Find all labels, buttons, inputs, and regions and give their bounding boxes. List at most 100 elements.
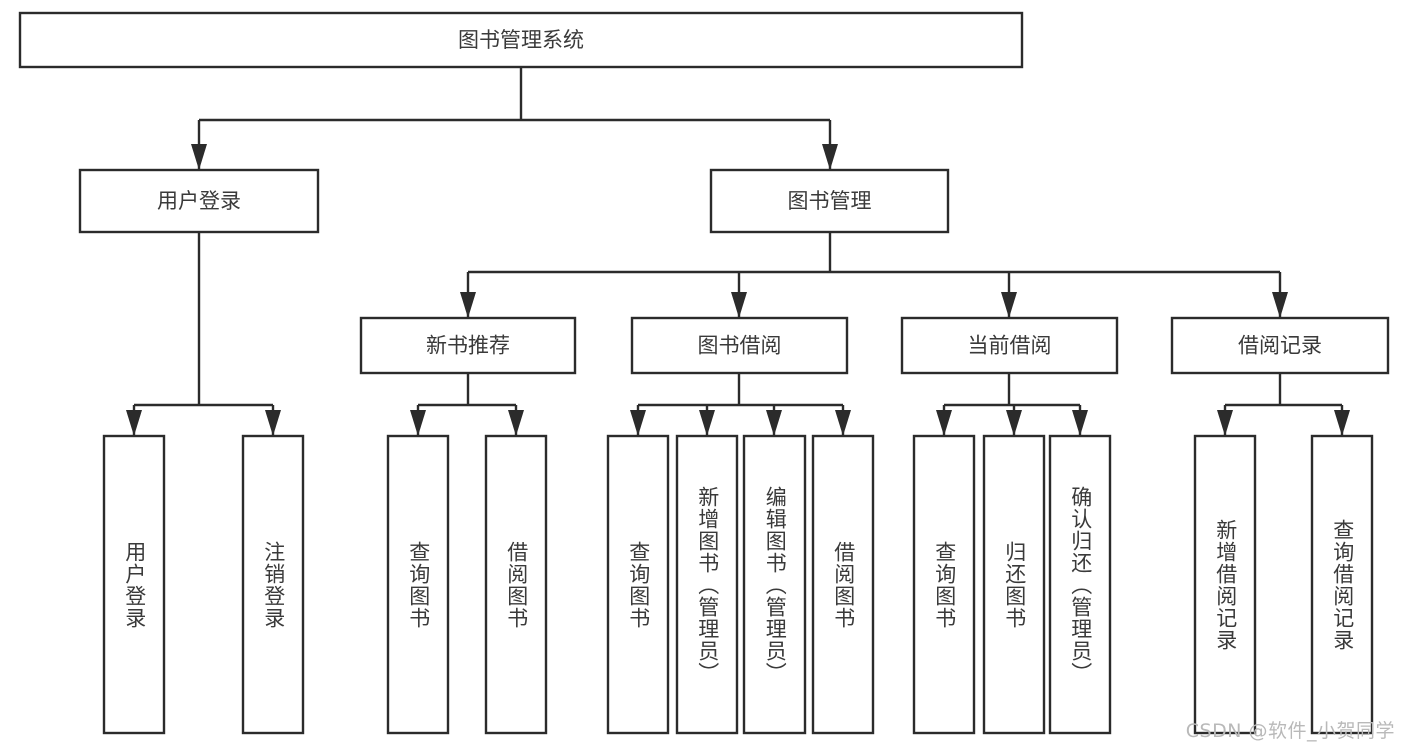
node-label-box: 用户登录: [104, 436, 164, 733]
node-label-wrapper: 用户登录: [104, 436, 164, 733]
arrow-head: [699, 410, 715, 436]
node-label-wrapper: 注销登录: [243, 436, 303, 733]
node-box[interactable]: [484, 434, 548, 735]
node-user-login[interactable]: 用户登录: [78, 168, 320, 234]
node-box[interactable]: [1170, 316, 1390, 375]
node-box[interactable]: [386, 434, 450, 735]
node-book-borrow[interactable]: 图书借阅: [630, 316, 849, 375]
leaf-node-leaf-query-record[interactable]: 查询借阅记录: [1310, 434, 1374, 735]
arrow-head: [936, 410, 952, 436]
leaf-node-leaf-user-login[interactable]: 用户登录: [102, 434, 166, 735]
arrow-head: [1217, 410, 1233, 436]
root-node-图书管理系统[interactable]: 图书管理系统: [18, 11, 1024, 69]
node-label: 用户登录: [157, 189, 241, 213]
node-box[interactable]: [1193, 434, 1257, 735]
node-box[interactable]: [1048, 434, 1112, 735]
node-box[interactable]: [912, 434, 976, 735]
node-label: 新书推荐: [426, 334, 510, 358]
node-label: 新增图书（管理员）: [695, 485, 720, 684]
arrow-head: [1072, 410, 1088, 436]
node-label-wrapper: 查询图书: [914, 436, 974, 733]
node-label: 确认归还（管理员）: [1068, 485, 1093, 684]
node-label: 注销登录: [261, 540, 286, 629]
node-box[interactable]: [102, 434, 166, 735]
node-label-box: 编辑图书（管理员）: [744, 436, 805, 733]
node-label: 借阅图书: [831, 540, 856, 629]
leaf-node-leaf-borrow-book-bw[interactable]: 借阅图书: [811, 434, 875, 735]
leaf-node-leaf-add-record[interactable]: 新增借阅记录: [1193, 434, 1257, 735]
node-label-box: 查询借阅记录: [1312, 436, 1372, 733]
arrow-head: [508, 410, 524, 436]
node-label-wrapper: 查询借阅记录: [1312, 436, 1372, 733]
leaf-node-leaf-query-book-bw[interactable]: 查询图书: [606, 434, 670, 735]
node-label-wrapper: 查询图书: [608, 436, 668, 733]
node-label-box: 注销登录: [243, 436, 303, 733]
leaf-node-leaf-add-book[interactable]: 新增图书（管理员）: [675, 434, 739, 735]
node-label: 图书借阅: [698, 334, 782, 358]
node-label-wrapper: 归还图书: [984, 436, 1044, 733]
leaf-node-leaf-query-book-cb[interactable]: 查询图书: [912, 434, 976, 735]
node-label: 编辑图书（管理员）: [763, 485, 788, 684]
node-borrow-record[interactable]: 借阅记录: [1170, 316, 1390, 375]
arrow-head: [1334, 410, 1350, 436]
node-box[interactable]: [606, 434, 670, 735]
node-box[interactable]: [78, 168, 320, 234]
node-new-book-rec[interactable]: 新书推荐: [359, 316, 577, 375]
leaf-node-leaf-logout[interactable]: 注销登录: [241, 434, 305, 735]
node-label-box: 确认归还（管理员）: [1050, 436, 1110, 733]
node-label-box: 归还图书: [984, 436, 1044, 733]
node-label: 归还图书: [1002, 540, 1027, 629]
node-box[interactable]: [1310, 434, 1374, 735]
arrow-head: [1006, 410, 1022, 436]
node-label-wrapper: 借阅图书: [486, 436, 546, 733]
node-label-wrapper: 确认归还（管理员）: [1050, 436, 1110, 733]
node-label-wrapper: 编辑图书（管理员）: [744, 436, 805, 733]
node-box[interactable]: [675, 434, 739, 735]
node-label: 图书管理: [788, 189, 872, 213]
node-label: 查询图书: [626, 540, 651, 629]
node-box[interactable]: [982, 434, 1046, 735]
node-label-wrapper: 新增借阅记录: [1213, 518, 1238, 651]
node-label: 查询借阅记录: [1330, 518, 1355, 651]
arrow-head: [126, 410, 142, 436]
node-label-box: 借阅图书: [813, 436, 873, 733]
node-box[interactable]: [709, 168, 950, 234]
node-box[interactable]: [742, 434, 807, 735]
leaf-node-leaf-return-book[interactable]: 归还图书: [982, 434, 1046, 735]
arrow-head: [460, 292, 476, 318]
node-label-wrapper: 查询图书: [388, 436, 448, 733]
node-box[interactable]: [630, 316, 849, 375]
arrow-head: [410, 410, 426, 436]
arrow-head: [630, 410, 646, 436]
node-box[interactable]: [811, 434, 875, 735]
leaf-node-leaf-confirm-return[interactable]: 确认归还（管理员）: [1048, 434, 1112, 735]
node-label-box: 查询图书: [914, 436, 974, 733]
node-label: 图书管理系统: [458, 28, 584, 52]
node-label: 查询图书: [932, 540, 957, 629]
node-box[interactable]: [359, 316, 577, 375]
leaf-node-leaf-borrow-book-rec[interactable]: 借阅图书: [484, 434, 548, 735]
node-label: 用户登录: [122, 540, 147, 629]
arrow-head: [1001, 292, 1017, 318]
node-label-box: 借阅图书: [486, 436, 546, 733]
node-box[interactable]: [241, 434, 305, 735]
node-book-manage[interactable]: 图书管理: [709, 168, 950, 234]
node-label: 借阅记录: [1238, 334, 1322, 358]
arrow-head: [835, 410, 851, 436]
node-label-wrapper: 借阅图书: [813, 436, 873, 733]
node-label-box: 查询图书: [608, 436, 668, 733]
node-label-box: 新增图书（管理员）: [677, 436, 737, 733]
arrow-head: [731, 292, 747, 318]
node-label: 新增借阅记录: [1213, 518, 1238, 651]
leaf-node-leaf-edit-book[interactable]: 编辑图书（管理员）: [742, 434, 807, 735]
arrow-head: [191, 144, 207, 170]
node-label: 查询图书: [406, 540, 431, 629]
leaf-node-leaf-query-book-rec[interactable]: 查询图书: [386, 434, 450, 735]
node-box[interactable]: [18, 11, 1024, 69]
node-label-box: 查询图书: [388, 436, 448, 733]
node-box[interactable]: [900, 316, 1119, 375]
node-current-borrow[interactable]: 当前借阅: [900, 316, 1119, 375]
node-label: 当前借阅: [968, 334, 1052, 358]
